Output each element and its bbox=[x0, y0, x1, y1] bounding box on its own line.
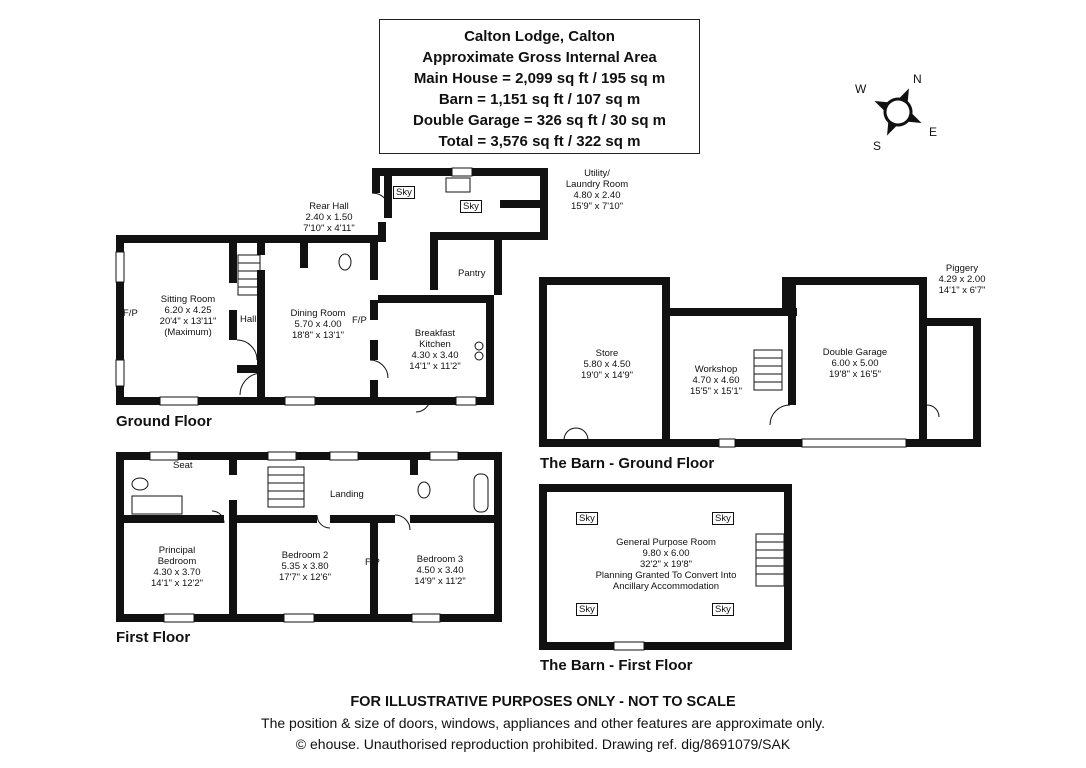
bathroom-fittings bbox=[131, 177, 489, 515]
breakfast-kitchen-label: Breakfast Kitchen 4.30 x 3.40 14'1" x 11… bbox=[409, 328, 461, 372]
windows bbox=[115, 167, 907, 651]
disclaimer: FOR ILLUSTRATIVE PURPOSES ONLY - NOT TO … bbox=[350, 694, 736, 710]
skylight-utility-2: Sky bbox=[460, 200, 482, 213]
approximation-note: The position & size of doors, windows, a… bbox=[261, 715, 825, 731]
double-garage-label: Double Garage 6.00 x 5.00 19'8" x 16'5" bbox=[822, 347, 888, 380]
piggery-label: Piggery 4.29 x 2.00 14'1" x 6'7" bbox=[938, 263, 986, 296]
seat-label: Seat bbox=[173, 460, 193, 471]
bedroom-2-label: Bedroom 2 5.35 x 3.80 17'7" x 12'6" bbox=[278, 550, 332, 583]
stairs bbox=[237, 254, 785, 587]
skylight-barn-2: Sky bbox=[712, 512, 734, 525]
property-name: Calton Lodge, Calton bbox=[464, 28, 615, 45]
sitting-room-fireplace: F/P bbox=[123, 308, 138, 319]
dining-room-fireplace: F/P bbox=[352, 315, 367, 326]
hall-label: Hall bbox=[240, 314, 257, 325]
barn-first-floor-label: The Barn - First Floor bbox=[540, 657, 693, 674]
barn-ground-walls bbox=[539, 277, 981, 447]
door-swings bbox=[211, 192, 940, 531]
skylight-barn-1: Sky bbox=[576, 512, 598, 525]
bedroom-3-label: Bedroom 3 4.50 x 3.40 14'9" x 11'2" bbox=[414, 554, 466, 587]
compass-e: E bbox=[929, 125, 938, 139]
first-floor-label: First Floor bbox=[116, 629, 191, 646]
total-area: Total = 3,576 sq ft / 322 sq m bbox=[438, 133, 641, 150]
barn-area: Barn = 1,151 sq ft / 107 sq m bbox=[438, 91, 641, 108]
skylight-barn-3: Sky bbox=[576, 603, 598, 616]
sitting-room-label: Sitting Room 6.20 x 4.25 20'4" x 13'11" … bbox=[159, 294, 217, 338]
skylight-barn-4: Sky bbox=[712, 603, 734, 616]
general-purpose-room-label: General Purpose Room 9.80 x 6.00 32'2" x… bbox=[595, 537, 737, 592]
compass-rose bbox=[874, 88, 922, 136]
barn-ground-floor-label: The Barn - Ground Floor bbox=[540, 455, 715, 472]
copyright-note: © ehouse. Unauthorised reproduction proh… bbox=[295, 736, 791, 752]
bedroom-3-fireplace: F/P bbox=[365, 557, 380, 568]
area-summary-box: Calton Lodge, Calton Approximate Gross I… bbox=[379, 19, 700, 154]
gia-label: Approximate Gross Internal Area bbox=[422, 49, 657, 66]
dining-room-label: Dining Room 5.70 x 4.00 18'8" x 13'1" bbox=[290, 308, 346, 341]
skylight-utility-1: Sky bbox=[393, 186, 415, 199]
ground-floor-label: Ground Floor bbox=[116, 413, 212, 430]
main-house-area: Main House = 2,099 sq ft / 195 sq m bbox=[413, 70, 666, 87]
compass-s: S bbox=[873, 139, 882, 153]
utility-room-label: Utility/ Laundry Room 4.80 x 2.40 15'9" … bbox=[565, 168, 629, 212]
first-floor-walls bbox=[116, 452, 502, 622]
store-label: Store 5.80 x 4.50 19'0" x 14'9" bbox=[580, 348, 634, 381]
barn-first-walls bbox=[539, 484, 792, 650]
rear-hall-label: Rear Hall 2.40 x 1.50 7'10" x 4'11" bbox=[303, 201, 355, 234]
landing-label: Landing bbox=[330, 489, 364, 500]
pantry-label: Pantry bbox=[458, 268, 486, 279]
compass-w: W bbox=[855, 82, 867, 96]
compass-n: N bbox=[913, 72, 922, 86]
workshop-label: Workshop 4.70 x 4.60 15'5" x 15'1" bbox=[689, 364, 743, 397]
garage-area: Double Garage = 326 sq ft / 30 sq m bbox=[412, 112, 666, 129]
principal-bedroom-label: Principal Bedroom 4.30 x 3.70 14'1" x 12… bbox=[150, 545, 204, 589]
